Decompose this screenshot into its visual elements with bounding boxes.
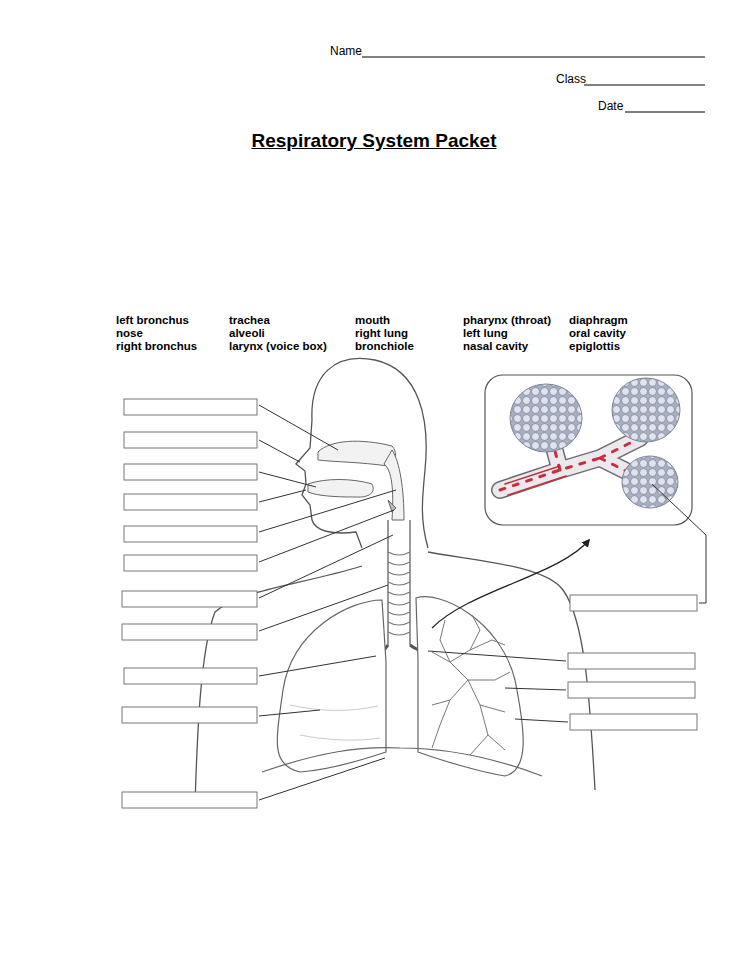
word-bank-term: larynx (voice box) (229, 340, 327, 353)
word-bank-term: mouth (355, 314, 390, 327)
illustration-part (124, 526, 257, 542)
head-cavities (308, 441, 404, 520)
illustration-part (485, 375, 692, 525)
illustration-part (500, 438, 640, 490)
page-title: Respiratory System Packet (251, 130, 496, 152)
illustration-part (570, 714, 697, 730)
illustration-part (259, 758, 385, 800)
word-bank-term: right bronchus (116, 340, 197, 353)
word-bank-term: trachea (229, 314, 270, 327)
word-bank-term: right lung (355, 327, 408, 340)
illustration-part (612, 378, 680, 442)
illustration-part (122, 591, 257, 607)
word-bank-term: left bronchus (116, 314, 189, 327)
illustration-part (500, 438, 640, 490)
body-outline (195, 358, 595, 805)
illustration-part (584, 85, 705, 86)
word-bank-term: alveoli (229, 327, 265, 340)
bronchial-tree (432, 615, 510, 755)
illustration-part (259, 510, 394, 562)
illustration-part (505, 466, 566, 495)
illustration-part (568, 653, 695, 669)
illustration-part (388, 500, 396, 512)
illustration-part (259, 535, 393, 598)
leader-lines (259, 405, 706, 800)
word-bank-term: epiglottis (569, 340, 620, 353)
illustration-part (384, 450, 404, 520)
illustration-part (505, 688, 566, 690)
illustration-part (570, 595, 697, 611)
illustration-part (277, 600, 386, 772)
illustration-part (259, 405, 338, 450)
word-bank-term: nasal cavity (463, 340, 528, 353)
illustration-part (124, 432, 257, 448)
illustration-part (124, 494, 257, 510)
illustration-part (500, 438, 640, 490)
illustration-part (124, 555, 257, 571)
illustration-part (296, 358, 428, 548)
illustration-part (259, 656, 376, 676)
illustration-part (388, 520, 410, 645)
illustration-part (259, 472, 316, 487)
illustration-part (259, 585, 388, 631)
illustration-part (515, 719, 568, 722)
illustration-part (362, 57, 705, 58)
word-bank-term: pharynx (throat) (463, 314, 551, 327)
illustration-part (500, 438, 640, 495)
illustration-part (124, 464, 257, 480)
zoom-arrow (432, 540, 589, 628)
illustration-part (625, 112, 705, 113)
word-bank-term: left lung (463, 327, 508, 340)
illustration-part (259, 490, 396, 532)
word-bank-term: nose (116, 327, 143, 340)
illustration-part (259, 490, 306, 502)
alveoli-inset (485, 375, 692, 525)
lungs (277, 597, 523, 776)
illustration-part (290, 705, 380, 740)
illustration-part (124, 668, 257, 684)
illustration-part (122, 792, 257, 808)
illustration-part (122, 624, 257, 640)
date-field: Date (598, 99, 623, 113)
illustration-part (432, 615, 510, 755)
name-field: Name (330, 44, 362, 58)
illustration-part (652, 484, 706, 603)
illustration-part (122, 707, 257, 723)
illustration-part (428, 651, 566, 661)
word-bank-term: diaphragm (569, 314, 628, 327)
illustration-part (259, 440, 300, 462)
illustration-part (259, 710, 320, 716)
word-bank-term: oral cavity (569, 327, 626, 340)
illustration-part (308, 480, 373, 498)
illustration-part (124, 399, 257, 415)
illustration-part (568, 682, 695, 698)
illustration-part (510, 384, 582, 452)
blank-label-boxes (122, 399, 697, 808)
illustration-part (388, 552, 410, 635)
word-bank-term: bronchiole (355, 340, 414, 353)
blank-lines (362, 57, 705, 112)
class-field: Class (556, 72, 586, 86)
diaphragm-line (262, 748, 542, 776)
